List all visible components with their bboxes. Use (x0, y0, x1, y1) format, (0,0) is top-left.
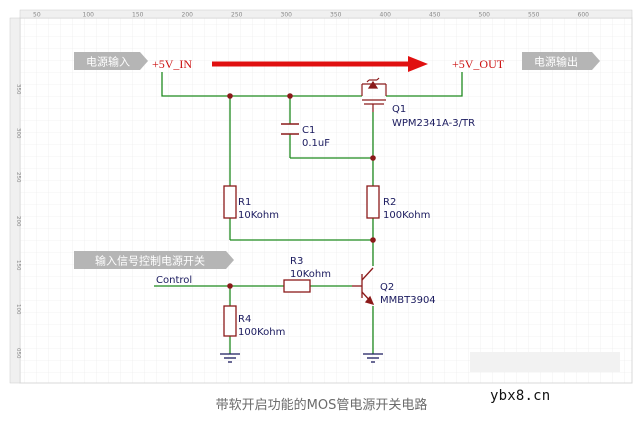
top-ruler-tick: 100 (83, 12, 95, 19)
blurred-watermark (470, 352, 620, 372)
r4-value: 100Kohm (238, 327, 285, 338)
top-ruler-tick: 300 (281, 12, 293, 19)
power-out-tag-label: 电源输出 (534, 55, 578, 69)
power-in-tag: 电源输入 (74, 52, 148, 70)
r4-ref: R4 (238, 314, 251, 325)
c1-value: 0.1uF (302, 138, 330, 149)
top-ruler-tick: 400 (380, 12, 392, 19)
r3-value: 10Kohm (290, 269, 331, 280)
r3-resistor (283, 279, 311, 293)
q2-ref: Q2 (380, 282, 394, 293)
left-ruler-tick: 150 (15, 260, 21, 271)
r2-ref: R2 (383, 197, 396, 208)
vin-net-label: +5V_IN (152, 57, 192, 71)
r2-resistor (366, 185, 380, 219)
c1-ref: C1 (302, 125, 315, 136)
q1-part: WPM2341A-3/TR (392, 118, 475, 129)
figure-caption: 带软开启功能的MOS管电源开关电路 (215, 398, 428, 413)
power-flow-arrow (212, 56, 428, 72)
left-ruler-tick: 300 (15, 128, 21, 139)
q1-ref: Q1 (392, 104, 406, 115)
r3-ref: R3 (290, 256, 303, 267)
control-in-tag: 输入信号控制电源开关 (74, 251, 234, 269)
top-ruler-ticks: 50 100 150 200 250 300 350 400 450 500 550 600 (33, 12, 589, 19)
top-ruler-tick: 550 (528, 12, 540, 19)
left-ruler-tick: 100 (15, 304, 21, 315)
top-ruler-tick: 600 (578, 12, 590, 19)
left-ruler-ticks: 350 300 250 200 150 100 050 (15, 84, 21, 359)
vout-net-label: +5V_OUT (452, 57, 505, 71)
site-watermark: ybx8.cn (490, 388, 551, 404)
r1-resistor (223, 185, 237, 219)
top-ruler-tick: 500 (479, 12, 491, 19)
r2-value: 100Kohm (383, 210, 430, 221)
top-ruler-tick: 450 (429, 12, 441, 19)
q2-part: MMBT3904 (380, 295, 436, 306)
top-ruler (19, 9, 633, 19)
r4-resistor (223, 305, 237, 337)
left-ruler-tick: 200 (15, 216, 21, 227)
ground-symbol-q2 (363, 353, 383, 363)
r1-value: 10Kohm (238, 210, 279, 221)
left-ruler-tick: 350 (15, 84, 21, 95)
r1-ref: R1 (238, 197, 251, 208)
control-net-label: Control (156, 275, 192, 286)
left-ruler (9, 17, 21, 384)
top-ruler-tick: 250 (231, 12, 243, 19)
power-out-tag: 电源输出 (522, 52, 600, 70)
ground-symbol-r4 (220, 353, 240, 363)
q1-mosfet (360, 77, 387, 112)
grid-area (19, 17, 633, 384)
left-ruler-tick: 050 (15, 348, 21, 359)
c1-capacitor (281, 123, 299, 135)
q2-transistor (352, 267, 375, 306)
top-ruler-tick: 50 (33, 12, 41, 19)
left-ruler-tick: 250 (15, 172, 21, 183)
top-ruler-tick: 350 (330, 12, 342, 19)
top-ruler-tick: 200 (182, 12, 194, 19)
control-in-tag-label: 输入信号控制电源开关 (95, 254, 205, 268)
power-in-tag-label: 电源输入 (86, 55, 130, 69)
top-ruler-tick: 150 (132, 12, 144, 19)
junction-dots (227, 93, 376, 289)
